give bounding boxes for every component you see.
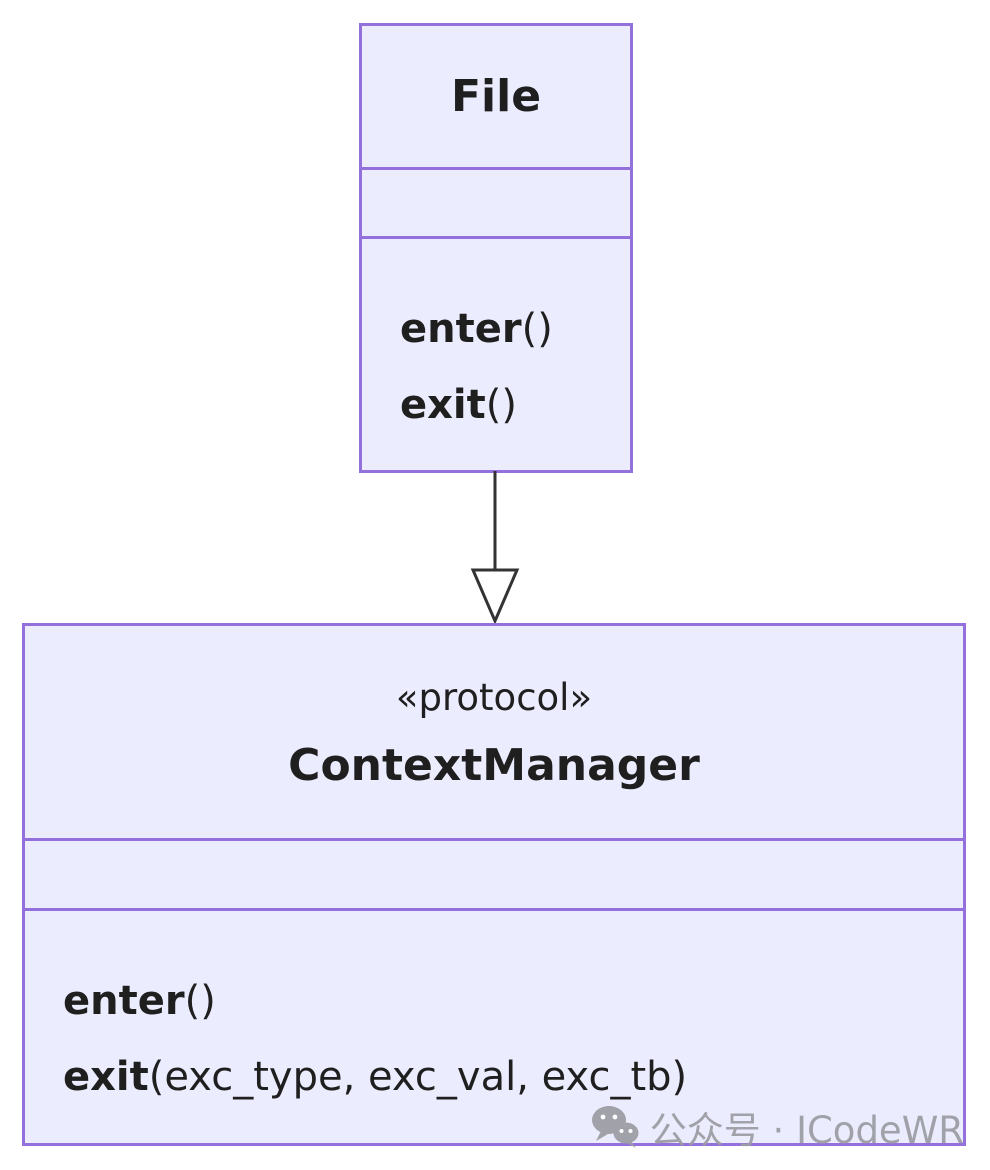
method-params: () (521, 306, 553, 352)
method-name: enter (63, 978, 185, 1024)
method-params: () (184, 978, 216, 1024)
file-methods-section: enter() exit() (362, 239, 630, 470)
method-enter: enter() (400, 291, 620, 367)
contextmanager-methods-section: enter() exit(exc_type, exc_val, exc_tb) (25, 911, 963, 1143)
stereotype-label: «protocol» (395, 676, 593, 719)
contextmanager-title-section: «protocol» ContextManager (25, 626, 963, 838)
contextmanager-class-title: ContextManager (288, 740, 700, 791)
watermark: 公众号 · ICodeWR (590, 1104, 964, 1152)
method-params: (exc_type, exc_val, exc_tb) (148, 1054, 688, 1100)
method-name: exit (63, 1054, 149, 1100)
method-name: exit (400, 382, 486, 428)
wechat-icon (591, 1106, 639, 1148)
file-title-section: File (362, 26, 630, 167)
method-exit: exit(exc_type, exc_val, exc_tb) (63, 1039, 953, 1115)
method-params: () (485, 382, 517, 428)
file-attributes-section-empty (362, 167, 630, 239)
realization-arrow (470, 471, 520, 625)
class-box-file: File enter() exit() (359, 23, 633, 473)
method-enter: enter() (63, 963, 953, 1039)
file-class-title: File (450, 70, 542, 122)
class-box-contextmanager: «protocol» ContextManager enter() exit(e… (22, 623, 966, 1146)
method-exit: exit() (400, 367, 620, 443)
method-name: enter (400, 306, 522, 352)
watermark-text: 公众号 · ICodeWR (649, 1109, 964, 1152)
contextmanager-attributes-section-empty (25, 838, 963, 911)
